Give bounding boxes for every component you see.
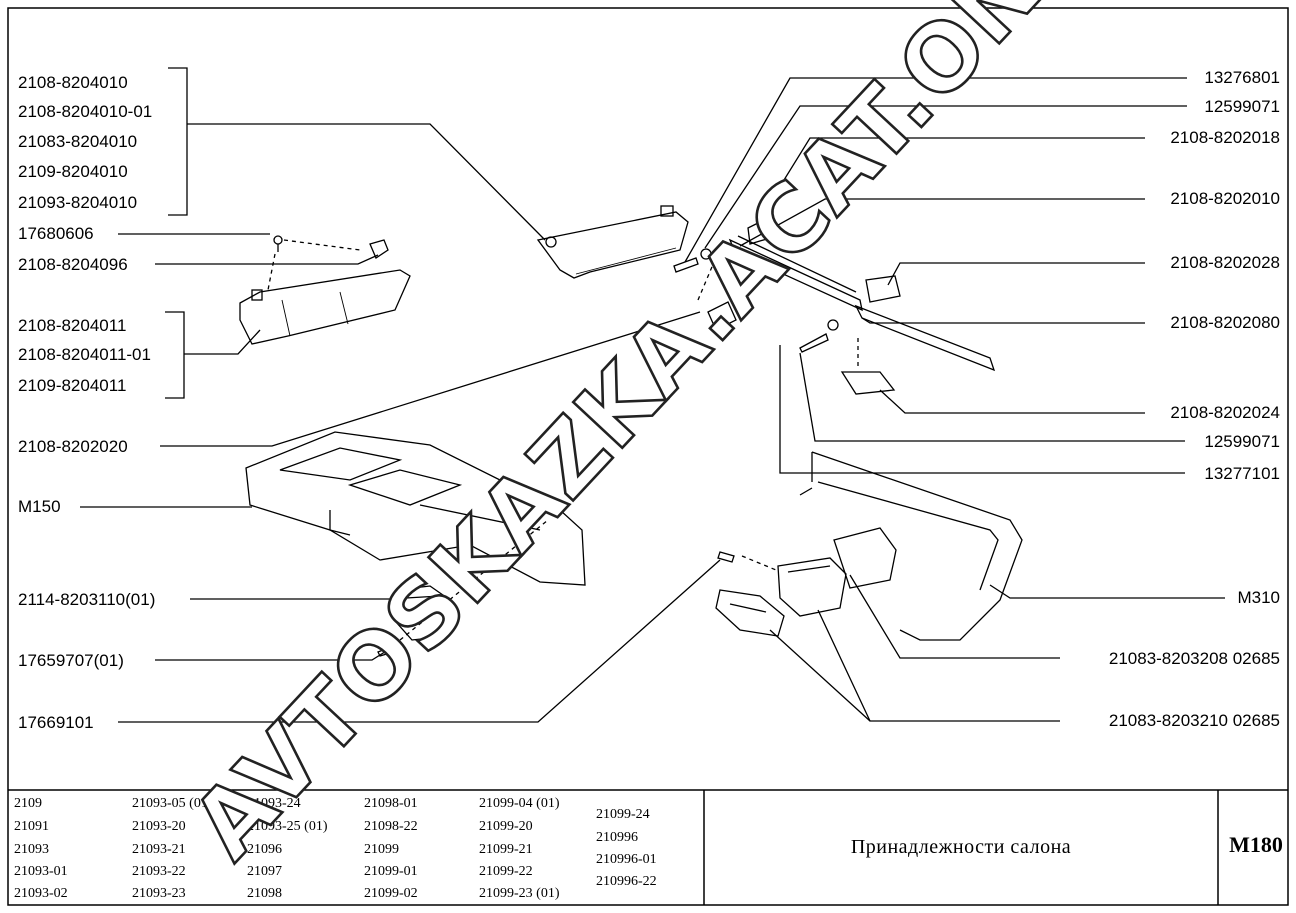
model-code: 2109 bbox=[14, 796, 42, 811]
model-code: 210996-01 bbox=[596, 852, 657, 867]
part-label: 2108-8204096 bbox=[18, 255, 128, 274]
part-label: 17659707(01) bbox=[18, 651, 124, 670]
model-code: 21093 bbox=[14, 842, 49, 857]
part-label: M310 bbox=[1237, 588, 1280, 607]
model-code: 21093-23 bbox=[132, 886, 186, 901]
model-code: 210996-22 bbox=[596, 874, 657, 889]
model-code: 21098-01 bbox=[364, 796, 418, 811]
part-label: 2108-8204011-01 bbox=[18, 345, 151, 364]
part-label: 2114-8203110(01) bbox=[18, 590, 156, 609]
model-code: 21099-22 bbox=[479, 864, 533, 879]
part-label: 2108-8202024 bbox=[1170, 403, 1280, 422]
model-code: 21099-04 (01) bbox=[479, 796, 560, 811]
model-code: 21099-20 bbox=[479, 819, 533, 834]
part-label: 21083-8204010 bbox=[18, 132, 138, 151]
part-label: 12599071 bbox=[1204, 97, 1280, 116]
part-label: 13276801 bbox=[1204, 68, 1280, 87]
part-label: 2108-8202080 bbox=[1170, 313, 1280, 332]
part-label: 2108-8202028 bbox=[1170, 253, 1280, 272]
model-code: 21099-23 (01) bbox=[479, 886, 560, 901]
part-label: 2108-8202010 bbox=[1170, 189, 1280, 208]
model-code: 21097 bbox=[247, 864, 282, 879]
model-code: 21093-01 bbox=[14, 864, 68, 879]
part-label: 2109-8204010 bbox=[18, 162, 128, 181]
part-label: 2109-8204011 bbox=[18, 376, 127, 395]
sheet-title: Принадлежности салона bbox=[850, 836, 1072, 858]
model-code: 21093-02 bbox=[14, 886, 68, 901]
part-label: M150 bbox=[18, 497, 61, 516]
model-code: 210996 bbox=[596, 830, 638, 845]
model-code: 21093-20 bbox=[132, 819, 186, 834]
model-code: 21093-05 (01) bbox=[132, 796, 213, 811]
model-code: 21099-24 bbox=[596, 807, 650, 822]
part-label: 21083-8203208 02685 bbox=[1108, 649, 1280, 668]
part-label: 17680606 bbox=[18, 224, 94, 243]
part-label: 2108-8202018 bbox=[1170, 128, 1280, 147]
part-label: 21083-8203210 02685 bbox=[1108, 711, 1280, 730]
model-code: 21099-02 bbox=[364, 886, 418, 901]
model-code: 21099-21 bbox=[479, 842, 533, 857]
model-code: 21093-24 bbox=[247, 796, 301, 811]
part-label: 21093-8204010 bbox=[18, 193, 138, 212]
part-label: 13277101 bbox=[1204, 464, 1280, 483]
model-code: 21098 bbox=[247, 886, 282, 901]
model-code: 21091 bbox=[14, 819, 49, 834]
part-label: 2108-8202020 bbox=[18, 437, 128, 456]
model-code: 21093-25 (01) bbox=[247, 819, 328, 834]
part-label: 2108-8204010-01 bbox=[18, 102, 153, 121]
model-code: 21099 bbox=[364, 842, 399, 857]
part-label: 2108-8204011 bbox=[18, 316, 127, 335]
sheet-code: M180 bbox=[1229, 832, 1283, 857]
part-label: 2108-8204010 bbox=[18, 73, 128, 92]
model-code: 21093-21 bbox=[132, 842, 186, 857]
model-code: 21099-01 bbox=[364, 864, 418, 879]
part-label: 12599071 bbox=[1204, 432, 1280, 451]
model-code: 21096 bbox=[247, 842, 282, 857]
part-label: 17669101 bbox=[18, 713, 94, 732]
model-code: 21098-22 bbox=[364, 819, 418, 834]
model-code: 21093-22 bbox=[132, 864, 186, 879]
